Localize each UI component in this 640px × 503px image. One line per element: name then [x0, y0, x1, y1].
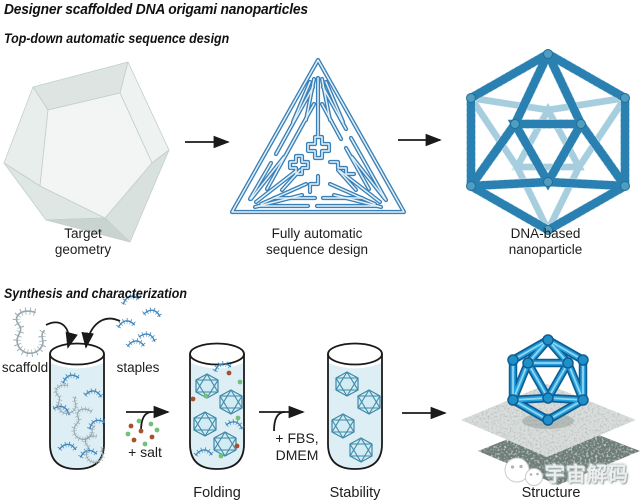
sequence-design-routing [232, 60, 404, 212]
stability-label: Stability [329, 485, 381, 501]
fbs-step [259, 405, 305, 432]
stability-tube [327, 342, 383, 470]
sequence-design-label: Fully automatic sequence design [265, 226, 369, 258]
salt-label: + salt [128, 444, 162, 460]
wechat-bubbles-icon [504, 457, 543, 486]
structure-label: Structure [521, 485, 581, 501]
dna-nanoparticle-render [466, 49, 630, 235]
synthesis-section-header: Synthesis and characterization [4, 286, 187, 301]
target-geometry-polyhedron [3, 61, 170, 243]
figure-title: Designer scaffolded DNA origami nanopart… [4, 1, 308, 18]
folding-tube-contents [190, 362, 244, 459]
folding-tube [189, 342, 244, 470]
fbs-dmem-label: + FBS, DMEM [275, 430, 319, 464]
design-section-header: Top-down automatic sequence design [4, 31, 230, 46]
staples-into-tube-arrow [81, 317, 121, 349]
dna-nanoparticle-label: DNA-based nanoparticle [508, 226, 583, 258]
rendered-wireframe-particle [507, 334, 589, 426]
salt-step [125, 405, 170, 447]
structure-render [461, 334, 640, 485]
staples-molecules [118, 294, 161, 346]
salt-particles [125, 418, 160, 447]
folding-label: Folding [193, 485, 241, 501]
mixing-tube [45, 317, 121, 470]
scaffold-label: scaffold [1, 360, 49, 375]
scaffold-into-tube-arrow [45, 321, 78, 349]
target-geometry-label: Target geometry [54, 226, 112, 258]
watermark-text: 宇宙解码 [545, 464, 629, 486]
scaffold-molecule [17, 311, 45, 353]
salt-merge-tail [140, 411, 153, 432]
fbs-merge-tail [273, 411, 286, 432]
staples-label: staples [116, 360, 160, 375]
